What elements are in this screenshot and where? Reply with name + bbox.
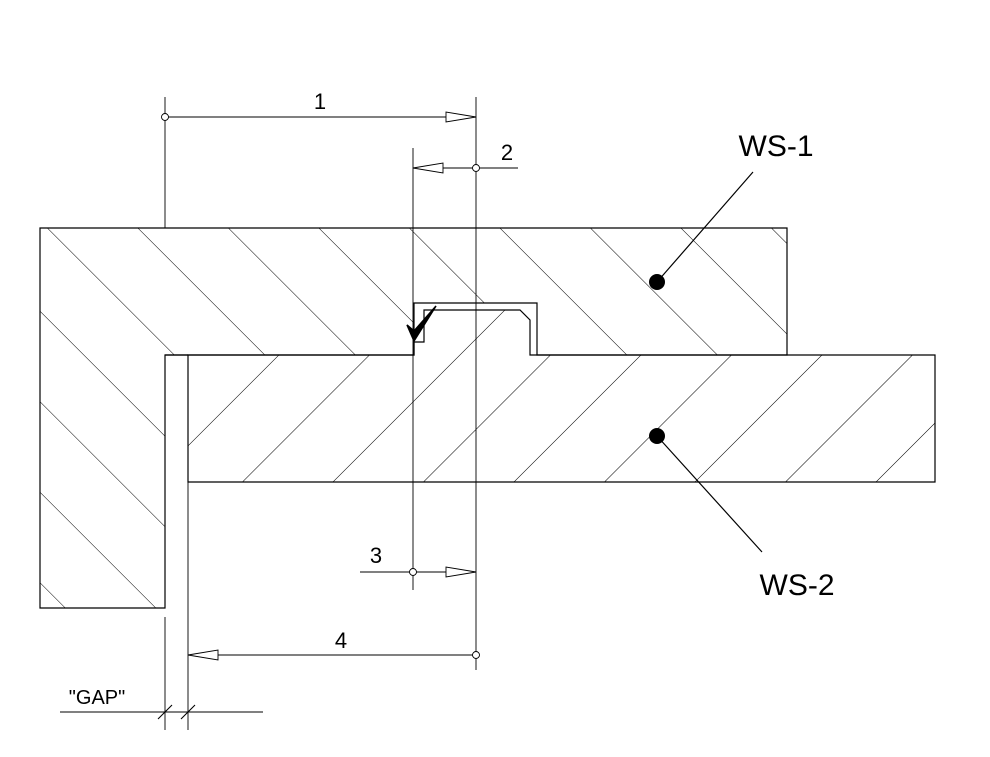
dimension-2-label: 2 — [501, 140, 513, 165]
dimension-4-label: 4 — [335, 628, 347, 653]
ws1-label: WS-1 — [739, 130, 814, 163]
ws1-outline — [39, 227, 788, 609]
ws2-outline — [187, 309, 936, 483]
dimension-4: 4 — [187, 628, 480, 661]
dimension-3: 3 — [360, 543, 477, 578]
dimension-1: 1 — [161, 89, 477, 123]
dimension-3-label: 3 — [370, 543, 382, 568]
ws1-leader: WS-1 — [649, 130, 814, 290]
check-mark-icon — [406, 305, 437, 343]
gap-dimension: "GAP" — [60, 687, 263, 720]
ws2-label: WS-2 — [760, 569, 835, 602]
dimension-1-label: 1 — [314, 89, 326, 114]
gap-label: "GAP" — [69, 687, 125, 709]
ws2-leader: WS-2 — [649, 428, 835, 602]
dimension-2: 2 — [412, 140, 518, 174]
